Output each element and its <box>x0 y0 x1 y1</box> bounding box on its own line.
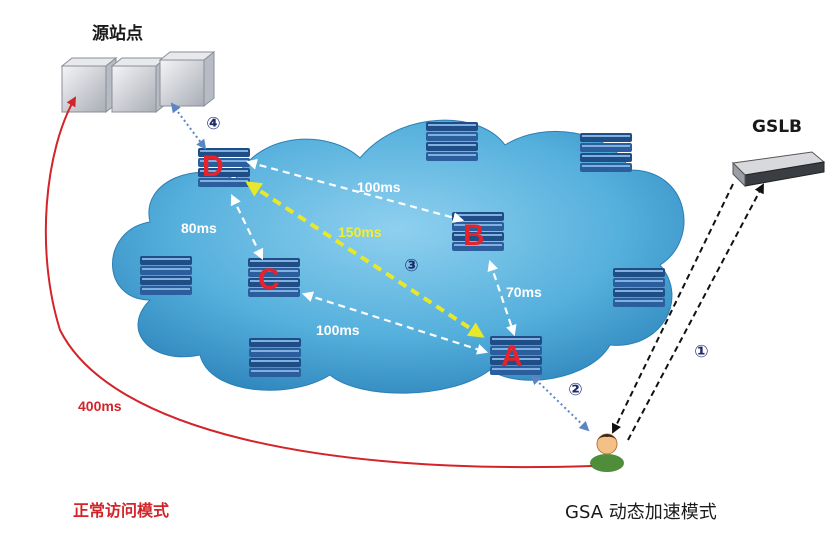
latency-normal: 400ms <box>78 398 122 414</box>
link-user-gslb <box>627 183 764 441</box>
node-b-label: B <box>463 219 485 252</box>
latency-d-c: 80ms <box>181 220 217 236</box>
latency-d-b: 100ms <box>357 179 401 195</box>
node-a-label: A <box>501 340 523 373</box>
gslb-server-icon <box>731 151 826 188</box>
user-icon <box>590 433 624 472</box>
node-d-label: D <box>202 150 224 183</box>
origin-server-icon <box>60 50 216 114</box>
gsa-mode-label: GSA 动态加速模式 <box>565 502 717 523</box>
link-c-a <box>301 291 489 355</box>
origin-label: 源站点 <box>92 24 143 44</box>
step-1: ① <box>694 342 709 362</box>
link-origin-d <box>170 102 207 150</box>
normal-mode-label: 正常访问模式 <box>73 501 170 520</box>
latency-c-a: 100ms <box>316 322 360 338</box>
step-3: ③ <box>404 256 419 276</box>
gslb-label: GSLB <box>752 117 802 137</box>
normal-access-path <box>44 96 593 469</box>
link-d-a-fast <box>245 181 485 338</box>
link-b-a <box>487 259 517 337</box>
latency-b-a: 70ms <box>506 284 542 300</box>
node-c-label: C <box>258 263 280 296</box>
step-2: ② <box>568 380 583 400</box>
latency-d-a: 150ms <box>338 224 382 240</box>
step-4: ④ <box>206 114 221 134</box>
link-gslb-user <box>611 183 734 434</box>
